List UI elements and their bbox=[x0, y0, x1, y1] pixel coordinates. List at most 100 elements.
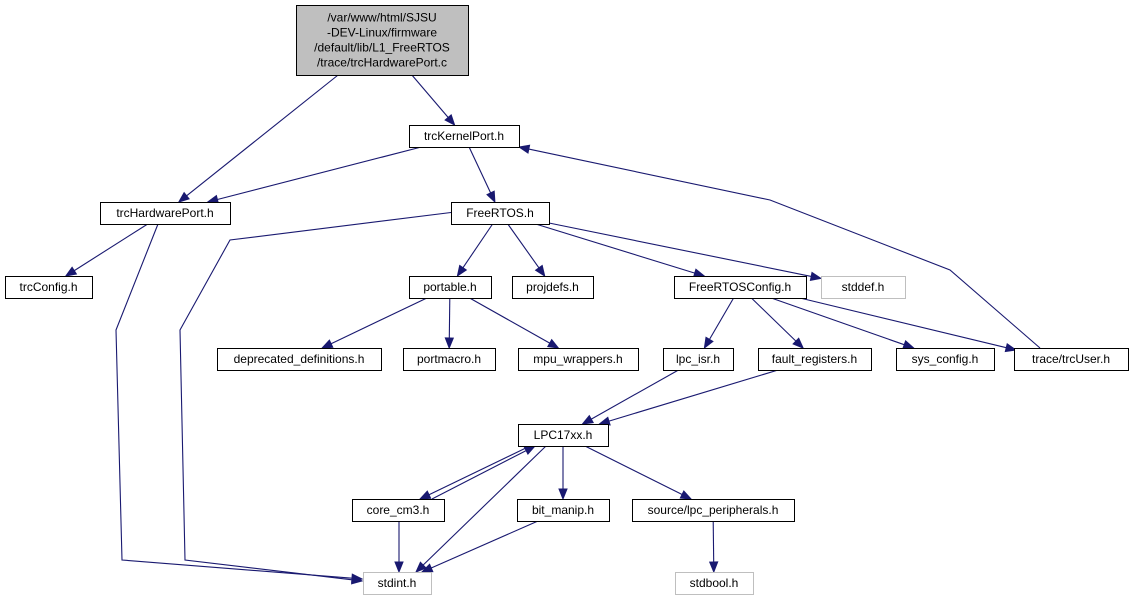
node-label: LPC17xx.h bbox=[534, 428, 593, 442]
arrowhead-icon bbox=[394, 561, 404, 574]
node-box bbox=[217, 348, 382, 371]
node-box bbox=[1014, 348, 1129, 371]
edge-bit_manip-to-stdint bbox=[420, 520, 539, 573]
node-box bbox=[632, 499, 795, 522]
edge-line bbox=[186, 74, 339, 197]
node-box bbox=[896, 348, 995, 371]
node-box bbox=[674, 276, 807, 299]
node-box bbox=[512, 276, 594, 299]
node-label: trace/trcUser.h bbox=[1032, 352, 1110, 366]
node-deprecated[interactable]: deprecated_definitions.h bbox=[217, 348, 382, 371]
edge-line bbox=[430, 520, 539, 569]
edge-line bbox=[535, 223, 695, 274]
node-label: deprecated_definitions.h bbox=[234, 352, 365, 366]
arrowhead-icon bbox=[415, 561, 427, 573]
node-label: stdbool.h bbox=[690, 576, 739, 590]
edge-core_cm3-to-stdint bbox=[394, 521, 404, 574]
node-box bbox=[821, 276, 906, 299]
node-box bbox=[758, 348, 872, 371]
edge-line bbox=[462, 223, 494, 269]
node-stdint[interactable]: stdint.h bbox=[363, 572, 432, 595]
node-stddef[interactable]: stddef.h bbox=[821, 276, 906, 299]
arrowhead-icon bbox=[486, 190, 496, 204]
node-mpu_wrappers[interactable]: mpu_wrappers.h bbox=[518, 348, 639, 371]
arrowhead-icon bbox=[703, 336, 714, 350]
edge-line bbox=[584, 445, 683, 495]
node-trcConfig[interactable]: trcConfig.h bbox=[5, 276, 93, 299]
node-label: core_cm3.h bbox=[367, 503, 430, 517]
node-box bbox=[296, 5, 469, 76]
node-lpc_peripherals[interactable]: source/lpc_peripherals.h bbox=[632, 499, 795, 522]
edge-portable-to-deprecated bbox=[320, 297, 428, 349]
node-label: stdint.h bbox=[378, 576, 417, 590]
node-FreeRTOS[interactable]: FreeRTOS.h bbox=[451, 202, 550, 225]
node-projdefs[interactable]: projdefs.h bbox=[512, 276, 594, 299]
node-label: portable.h bbox=[423, 280, 476, 294]
edge-line bbox=[709, 297, 735, 340]
node-LPC17xx[interactable]: LPC17xx.h bbox=[518, 424, 609, 447]
edge-trcHardwarePort-to-trcConfig bbox=[64, 223, 148, 277]
node-box bbox=[100, 202, 231, 225]
edge-core_cm3-to-LPC17xx bbox=[431, 445, 537, 500]
node-label: lpc_isr.h bbox=[676, 352, 720, 366]
edge-LPC17xx-to-stdint bbox=[415, 445, 547, 573]
edge-fault_registers-to-LPC17xx bbox=[598, 369, 779, 426]
edge-trcKernelPort-to-FreeRTOS bbox=[468, 146, 496, 204]
edge-line bbox=[591, 369, 679, 420]
edge-line bbox=[507, 223, 540, 269]
node-label: trcConfig.h bbox=[19, 280, 77, 294]
node-label: sys_config.h bbox=[912, 352, 979, 366]
edge-FreeRTOSConfig-to-lpc_isr bbox=[703, 297, 735, 350]
arrowhead-icon bbox=[902, 340, 915, 350]
edge-FreeRTOS-to-portable bbox=[456, 223, 494, 278]
edge-LPC17xx-to-core_cm3 bbox=[418, 445, 531, 500]
node-root[interactable]: /var/www/html/SJSU-DEV-Linux/firmware/de… bbox=[296, 5, 469, 76]
arrowhead-icon bbox=[692, 268, 706, 278]
edge-FreeRTOSConfig-to-trcUser bbox=[799, 297, 1018, 353]
node-label: -DEV-Linux/firmware bbox=[327, 26, 437, 40]
node-bit_manip[interactable]: bit_manip.h bbox=[517, 499, 610, 522]
node-fault_registers[interactable]: fault_registers.h bbox=[758, 348, 872, 371]
node-label: projdefs.h bbox=[526, 280, 579, 294]
node-box bbox=[403, 348, 496, 371]
arrowhead-icon bbox=[581, 414, 594, 425]
arrowhead-icon bbox=[418, 490, 432, 500]
arrowhead-icon bbox=[351, 575, 364, 585]
arrowhead-icon bbox=[679, 490, 693, 500]
arrowhead-icon bbox=[809, 271, 823, 282]
arrowhead-icon bbox=[558, 488, 568, 501]
node-label: fault_registers.h bbox=[772, 352, 857, 366]
edge-layer bbox=[64, 74, 1041, 585]
edge-line bbox=[330, 297, 428, 345]
node-trcHardwarePort[interactable]: trcHardwarePort.h bbox=[100, 202, 231, 225]
node-core_cm3[interactable]: core_cm3.h bbox=[352, 499, 445, 522]
edge-line bbox=[469, 297, 550, 344]
node-label: mpu_wrappers.h bbox=[533, 352, 622, 366]
node-portmacro[interactable]: portmacro.h bbox=[403, 348, 496, 371]
node-lpc_isr[interactable]: lpc_isr.h bbox=[663, 348, 734, 371]
edge-FreeRTOS-to-stdint bbox=[179, 211, 456, 585]
edge-FreeRTOS-to-stddef bbox=[548, 222, 823, 282]
node-box bbox=[517, 499, 610, 522]
edge-trcKernelPort-to-trcHardwarePort bbox=[206, 146, 422, 204]
edge-FreeRTOS-to-projdefs bbox=[507, 223, 546, 278]
edge-portable-to-portmacro bbox=[444, 297, 455, 350]
node-trcKernelPort[interactable]: trcKernelPort.h bbox=[409, 125, 520, 148]
node-label: /default/lib/L1_FreeRTOS bbox=[314, 41, 450, 55]
node-stdbool[interactable]: stdbool.h bbox=[675, 572, 754, 595]
edge-line bbox=[115, 223, 353, 579]
node-trcUser[interactable]: trace/trcUser.h bbox=[1014, 348, 1129, 371]
node-FreeRTOSConfig[interactable]: FreeRTOSConfig.h bbox=[674, 276, 807, 299]
node-portable[interactable]: portable.h bbox=[409, 276, 492, 299]
arrowhead-icon bbox=[456, 264, 468, 278]
edge-line bbox=[74, 223, 148, 272]
node-label: /var/www/html/SJSU bbox=[327, 11, 436, 25]
edge-trcHardwarePort-to-stdint bbox=[115, 223, 364, 583]
node-sys_config[interactable]: sys_config.h bbox=[896, 348, 995, 371]
edge-line bbox=[422, 445, 547, 566]
edge-line bbox=[179, 211, 456, 581]
edge-lpc_isr-to-LPC17xx bbox=[581, 369, 679, 425]
arrowhead-icon bbox=[420, 563, 434, 573]
edge-FreeRTOS-to-FreeRTOSConfig bbox=[535, 223, 706, 278]
node-label: FreeRTOSConfig.h bbox=[689, 280, 791, 294]
